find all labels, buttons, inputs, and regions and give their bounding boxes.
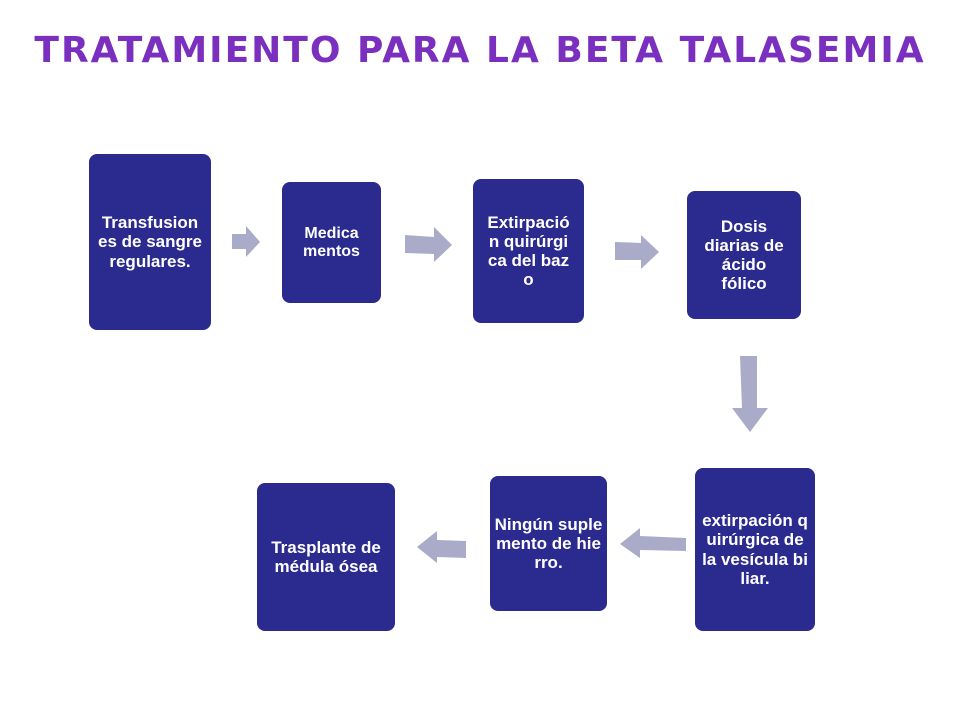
step-label-6: Ningún suplemento de hierro.	[494, 514, 603, 573]
page-title: Tratamiento para la beta talasemia	[34, 30, 926, 71]
step-label-3: Extirpación quirúrgica del bazo	[487, 212, 570, 290]
step-label-1: Transfusiones de sangre regulares.	[98, 213, 202, 271]
arrow-left-icon	[417, 531, 466, 563]
step-label-5: extirpación quirúrgica de la vesícula bi…	[702, 511, 808, 588]
arrow-right-icon	[232, 226, 260, 257]
arrow-right-icon	[405, 227, 452, 262]
step-box-4: Dosis diarias de ácido fólico	[687, 191, 801, 319]
step-box-1: Transfusiones de sangre regulares.	[89, 154, 211, 330]
step-box-5: extirpación quirúrgica de la vesícula bi…	[695, 468, 815, 631]
arrow-left-icon	[620, 528, 686, 558]
step-label-7: Trasplante de médula ósea	[271, 537, 381, 576]
step-box-6: Ningún suplemento de hierro.	[490, 476, 607, 611]
step-label-4: Dosis diarias de ácido fólico	[704, 216, 784, 294]
arrow-right-icon	[615, 235, 659, 269]
step-label-2: Medicamentos	[303, 224, 360, 260]
step-box-2: Medicamentos	[282, 182, 381, 303]
step-box-3: Extirpación quirúrgica del bazo	[473, 179, 584, 323]
arrow-down-icon	[732, 356, 768, 432]
step-box-7: Trasplante de médula ósea	[257, 483, 395, 631]
